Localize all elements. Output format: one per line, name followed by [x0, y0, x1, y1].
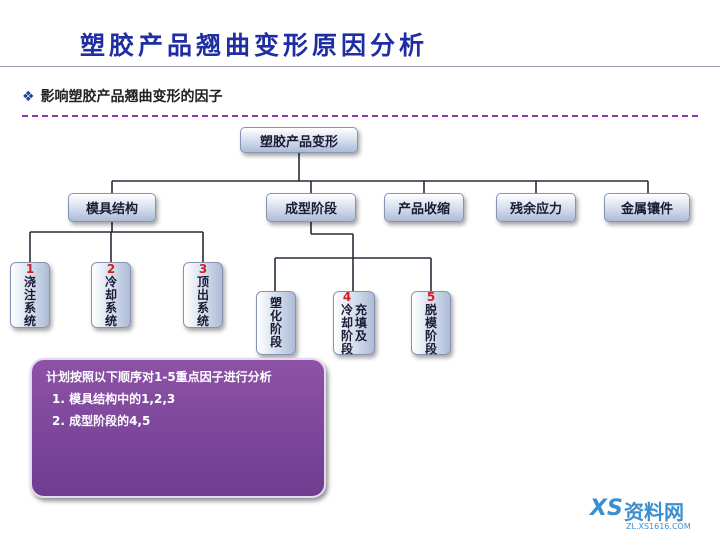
node-char: 化 — [269, 309, 282, 323]
analysis-plan-callout: 计划按照以下顺序对1-5重点因子进行分析 1. 模具结构中的1,2,3 2. 成… — [30, 358, 326, 498]
node-char: 段 — [269, 335, 282, 349]
factor-number: 4 — [342, 289, 352, 304]
node-char: 脱 — [424, 302, 437, 317]
callout-item: 2. 成型阶段的4,5 — [52, 414, 151, 428]
factor-number: 1 — [25, 261, 35, 276]
node-char: 及 — [355, 328, 368, 343]
dashed-divider — [22, 115, 698, 117]
node-char: 充 — [355, 302, 368, 317]
node-filling-cooling-stage: 0 充 填 及 4 冷 却 阶 段 — [333, 289, 375, 356]
node-char: 注 — [23, 287, 36, 302]
node-residual-stress: 残余应力 — [496, 193, 576, 222]
node-char: 段 — [340, 341, 353, 356]
node-label: 成型阶段 — [284, 202, 337, 217]
watermark-brand: 资料网 — [624, 500, 684, 524]
node-label: 模具结构 — [85, 202, 138, 217]
title-divider — [0, 66, 720, 67]
node-molding-stage: 成型阶段 — [266, 193, 356, 222]
node-char: 顶 — [196, 274, 209, 289]
node-char: 阶 — [269, 322, 282, 336]
node-plasticizing-stage: 塑 化 阶 段 — [256, 291, 296, 355]
node-char: 填 — [355, 315, 368, 330]
node-char: 统 — [104, 313, 117, 328]
root-node: 塑胶产品变形 — [240, 127, 358, 153]
section-heading: ❖ 影响塑胶产品翘曲变形的因子 — [22, 86, 223, 106]
node-char: 出 — [196, 287, 209, 302]
node-char: 冷 — [340, 302, 353, 317]
node-label: 产品收缩 — [397, 202, 450, 217]
node-ejection-system: 3 顶 出 系 统 — [183, 262, 223, 328]
watermark-url: ZL.XS1616.COM — [626, 522, 691, 531]
node-char: 冷 — [104, 274, 117, 289]
node-char: 阶 — [424, 328, 437, 343]
factor-number: 5 — [426, 289, 436, 304]
node-char: 段 — [424, 341, 437, 356]
node-char: 模 — [424, 315, 437, 330]
node-char: 却 — [340, 315, 353, 330]
node-char: 系 — [104, 300, 117, 315]
watermark-logo-icon: XS — [590, 496, 623, 521]
callout-item: 1. 模具结构中的1,2,3 — [52, 392, 176, 406]
node-product-shrinkage: 产品收缩 — [384, 193, 464, 222]
section-heading-text: 影响塑胶产品翘曲变形的因子 — [40, 89, 223, 105]
node-char: 阶 — [340, 328, 353, 343]
diamond-bullet-icon: ❖ — [22, 89, 35, 105]
factor-number: 2 — [106, 261, 116, 276]
node-label: 残余应力 — [509, 202, 562, 217]
node-char: 却 — [104, 287, 117, 302]
node-char: 统 — [196, 313, 209, 328]
callout-intro: 计划按照以下顺序对1-5重点因子进行分析 — [46, 370, 272, 384]
node-cooling-system: 2 冷 却 系 统 — [91, 262, 131, 328]
node-char: 塑 — [269, 296, 282, 310]
node-char: 系 — [23, 300, 36, 315]
root-node-label: 塑胶产品变形 — [259, 134, 338, 150]
factor-number: 3 — [198, 261, 208, 276]
node-char: 统 — [23, 313, 36, 328]
node-metal-insert: 金属镶件 — [604, 193, 690, 222]
node-mold-structure: 模具结构 — [68, 193, 156, 222]
node-label: 金属镶件 — [620, 202, 673, 217]
node-demolding-stage: 5 脱 模 阶 段 — [411, 289, 451, 356]
site-watermark: XS 资料网 ZL.XS1616.COM — [590, 494, 715, 536]
node-char: 系 — [196, 300, 209, 315]
node-gating-system: 1 浇 注 系 统 — [10, 262, 50, 328]
node-char: 浇 — [23, 274, 36, 289]
page-title: 塑胶产品翘曲变形原因分析 — [80, 31, 429, 60]
